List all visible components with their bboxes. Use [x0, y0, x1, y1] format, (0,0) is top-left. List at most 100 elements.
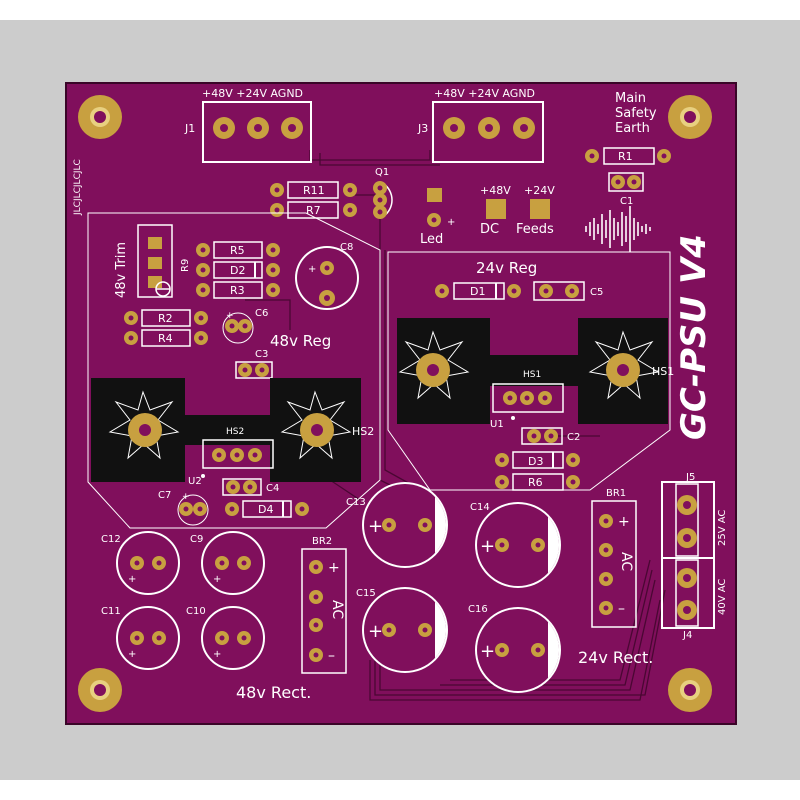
bridge-br2: + AC – BR2 [301, 536, 347, 674]
mounting-holes [78, 95, 712, 712]
svg-text:R7: R7 [306, 204, 321, 217]
svg-text:HS2: HS2 [226, 427, 244, 437]
svg-text:C13: C13 [346, 497, 366, 508]
svg-text:HS2: HS2 [352, 425, 374, 438]
connector-j1: +48V +24V AGND J1 [184, 87, 312, 163]
board-title: GC-PSU V4 [674, 234, 714, 440]
svg-text:D4: D4 [258, 503, 273, 516]
svg-text:+: + [128, 574, 136, 585]
j1-ref: J1 [184, 122, 195, 135]
capacitor-c13: + C13 [346, 482, 448, 568]
trimmer-r9: 48v Trim R9 [114, 224, 191, 298]
svg-text:40V AC: 40V AC [717, 579, 728, 615]
resistor-r4: R4 [124, 329, 208, 347]
led-indicator: + Led [420, 188, 455, 247]
svg-text:Led: Led [420, 232, 443, 247]
jlc-watermark: JLCJLCJLCJLC [73, 159, 83, 216]
svg-text:–: – [618, 601, 625, 617]
j3-ref: J3 [417, 122, 428, 135]
svg-text:+48V: +48V [480, 184, 511, 197]
capacitor-c6: + C6 [222, 308, 268, 344]
svg-text:Earth: Earth [615, 121, 650, 136]
svg-text:25V AC: 25V AC [717, 510, 728, 546]
svg-text:HS1: HS1 [652, 365, 674, 378]
svg-text:BR1: BR1 [606, 488, 626, 499]
j3-header-label: +48V +24V AGND [434, 87, 535, 100]
capacitor-c10: + C10 [186, 606, 265, 670]
svg-text:D3: D3 [528, 455, 543, 468]
heatsink-hs1: HS1 HS1 U1 [397, 318, 674, 430]
svg-text:C3: C3 [255, 349, 268, 360]
j1-header-label: +48V +24V AGND [202, 87, 303, 100]
svg-text:HS1: HS1 [523, 370, 541, 380]
resistor-r6: R6 [495, 473, 580, 491]
svg-text:C7: C7 [158, 490, 171, 501]
svg-text:+: + [226, 311, 234, 321]
svg-text:48v Trim: 48v Trim [114, 242, 129, 298]
svg-text:R6: R6 [528, 476, 543, 489]
svg-text:C8: C8 [340, 242, 353, 253]
resistor-r7: R7 [270, 201, 357, 219]
dc-feeds-pads: +48V +24V DC Feeds [480, 184, 555, 237]
diode-d4: D4 [225, 500, 309, 518]
svg-text:+: + [128, 649, 136, 660]
outline-48v-reg [87, 212, 381, 529]
capacitor-c2: C2 [521, 427, 580, 445]
svg-text:+: + [480, 641, 495, 662]
connector-j3: +48V +24V AGND J3 [417, 87, 544, 163]
svg-text:C5: C5 [590, 287, 603, 298]
bottom-margin [0, 780, 800, 800]
svg-text:+: + [618, 514, 630, 530]
svg-text:R11: R11 [303, 184, 325, 197]
soundwave-logo [585, 206, 651, 252]
svg-text:C11: C11 [101, 606, 121, 617]
svg-text:R4: R4 [158, 332, 173, 345]
svg-text:+: + [328, 560, 340, 576]
svg-text:C16: C16 [468, 604, 488, 615]
svg-text:+: + [368, 516, 383, 537]
capacitor-c14: + C14 [470, 502, 561, 588]
svg-text:+: + [308, 264, 316, 275]
label-48v-reg: 48v Reg [270, 332, 331, 350]
svg-text:Main: Main [615, 91, 646, 106]
svg-text:C1: C1 [620, 196, 633, 207]
svg-text:Feeds: Feeds [516, 222, 554, 237]
svg-text:C12: C12 [101, 534, 121, 545]
svg-text:+24V: +24V [524, 184, 555, 197]
svg-text:+: + [368, 621, 383, 642]
svg-text:J5: J5 [685, 472, 695, 483]
svg-text:R5: R5 [230, 244, 245, 257]
capacitor-c11: + C11 [101, 606, 180, 670]
label-48v-rect: 48v Rect. [236, 683, 311, 702]
svg-text:C9: C9 [190, 534, 203, 545]
svg-text:AC: AC [618, 552, 634, 571]
capacitor-c8: + C8 [295, 242, 359, 310]
svg-text:C10: C10 [186, 606, 206, 617]
svg-text:+: + [447, 217, 455, 228]
svg-text:Q1: Q1 [375, 167, 389, 178]
svg-text:DC: DC [480, 222, 499, 237]
svg-text:R2: R2 [158, 312, 173, 325]
svg-text:C2: C2 [567, 432, 580, 443]
top-margin [0, 0, 800, 20]
svg-text:D1: D1 [470, 285, 485, 298]
svg-text:C14: C14 [470, 502, 490, 513]
svg-text:R3: R3 [230, 284, 245, 297]
resistor-r2: R2 [124, 309, 208, 327]
svg-text:C6: C6 [255, 308, 268, 319]
capacitor-c15: + C15 [356, 587, 448, 673]
svg-text:C15: C15 [356, 588, 376, 599]
svg-text:Safety: Safety [615, 106, 657, 121]
capacitor-c7: + C7 [158, 490, 209, 526]
svg-text:+: + [480, 536, 495, 557]
svg-text:AC: AC [329, 600, 345, 619]
capacitor-c12: + C12 [101, 531, 180, 595]
diode-d1: D1 [435, 282, 521, 300]
svg-text:D2: D2 [230, 264, 245, 277]
svg-text:C4: C4 [266, 483, 279, 494]
svg-text:+: + [213, 574, 221, 585]
svg-text:+: + [182, 492, 190, 502]
outline-24v-reg [387, 251, 671, 491]
